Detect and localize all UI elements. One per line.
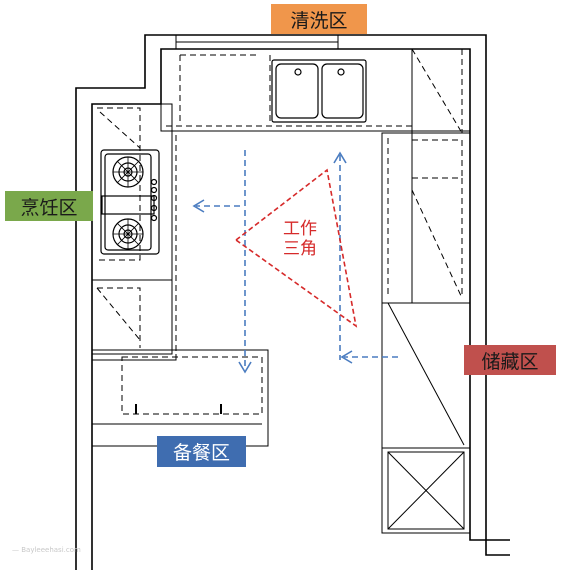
- work-triangle: [234, 168, 358, 328]
- right-storage-upper: [381, 132, 471, 304]
- double-sink: [271, 59, 367, 123]
- flow-arrows: [196, 150, 398, 370]
- top-counter: [160, 48, 471, 134]
- dining-prep-zone-label: 备餐区: [157, 436, 246, 467]
- arrow-heads: [192, 151, 353, 374]
- work-triangle-label: 工作 三角: [276, 219, 324, 259]
- cooking-zone-label: 烹饪区: [5, 191, 93, 221]
- work-triangle-line2: 三角: [283, 239, 317, 259]
- washing-zone-label: 清洗区: [271, 4, 367, 34]
- gas-cooktop: [100, 149, 160, 255]
- watermark: — Bayleeehasi.com: [12, 546, 81, 554]
- left-counter: [91, 103, 177, 355]
- storage-zone-label: 储藏区: [464, 345, 556, 375]
- prep-counter: [91, 349, 269, 447]
- right-storage-tall: [381, 302, 471, 534]
- work-triangle-line1: 工作: [283, 219, 317, 239]
